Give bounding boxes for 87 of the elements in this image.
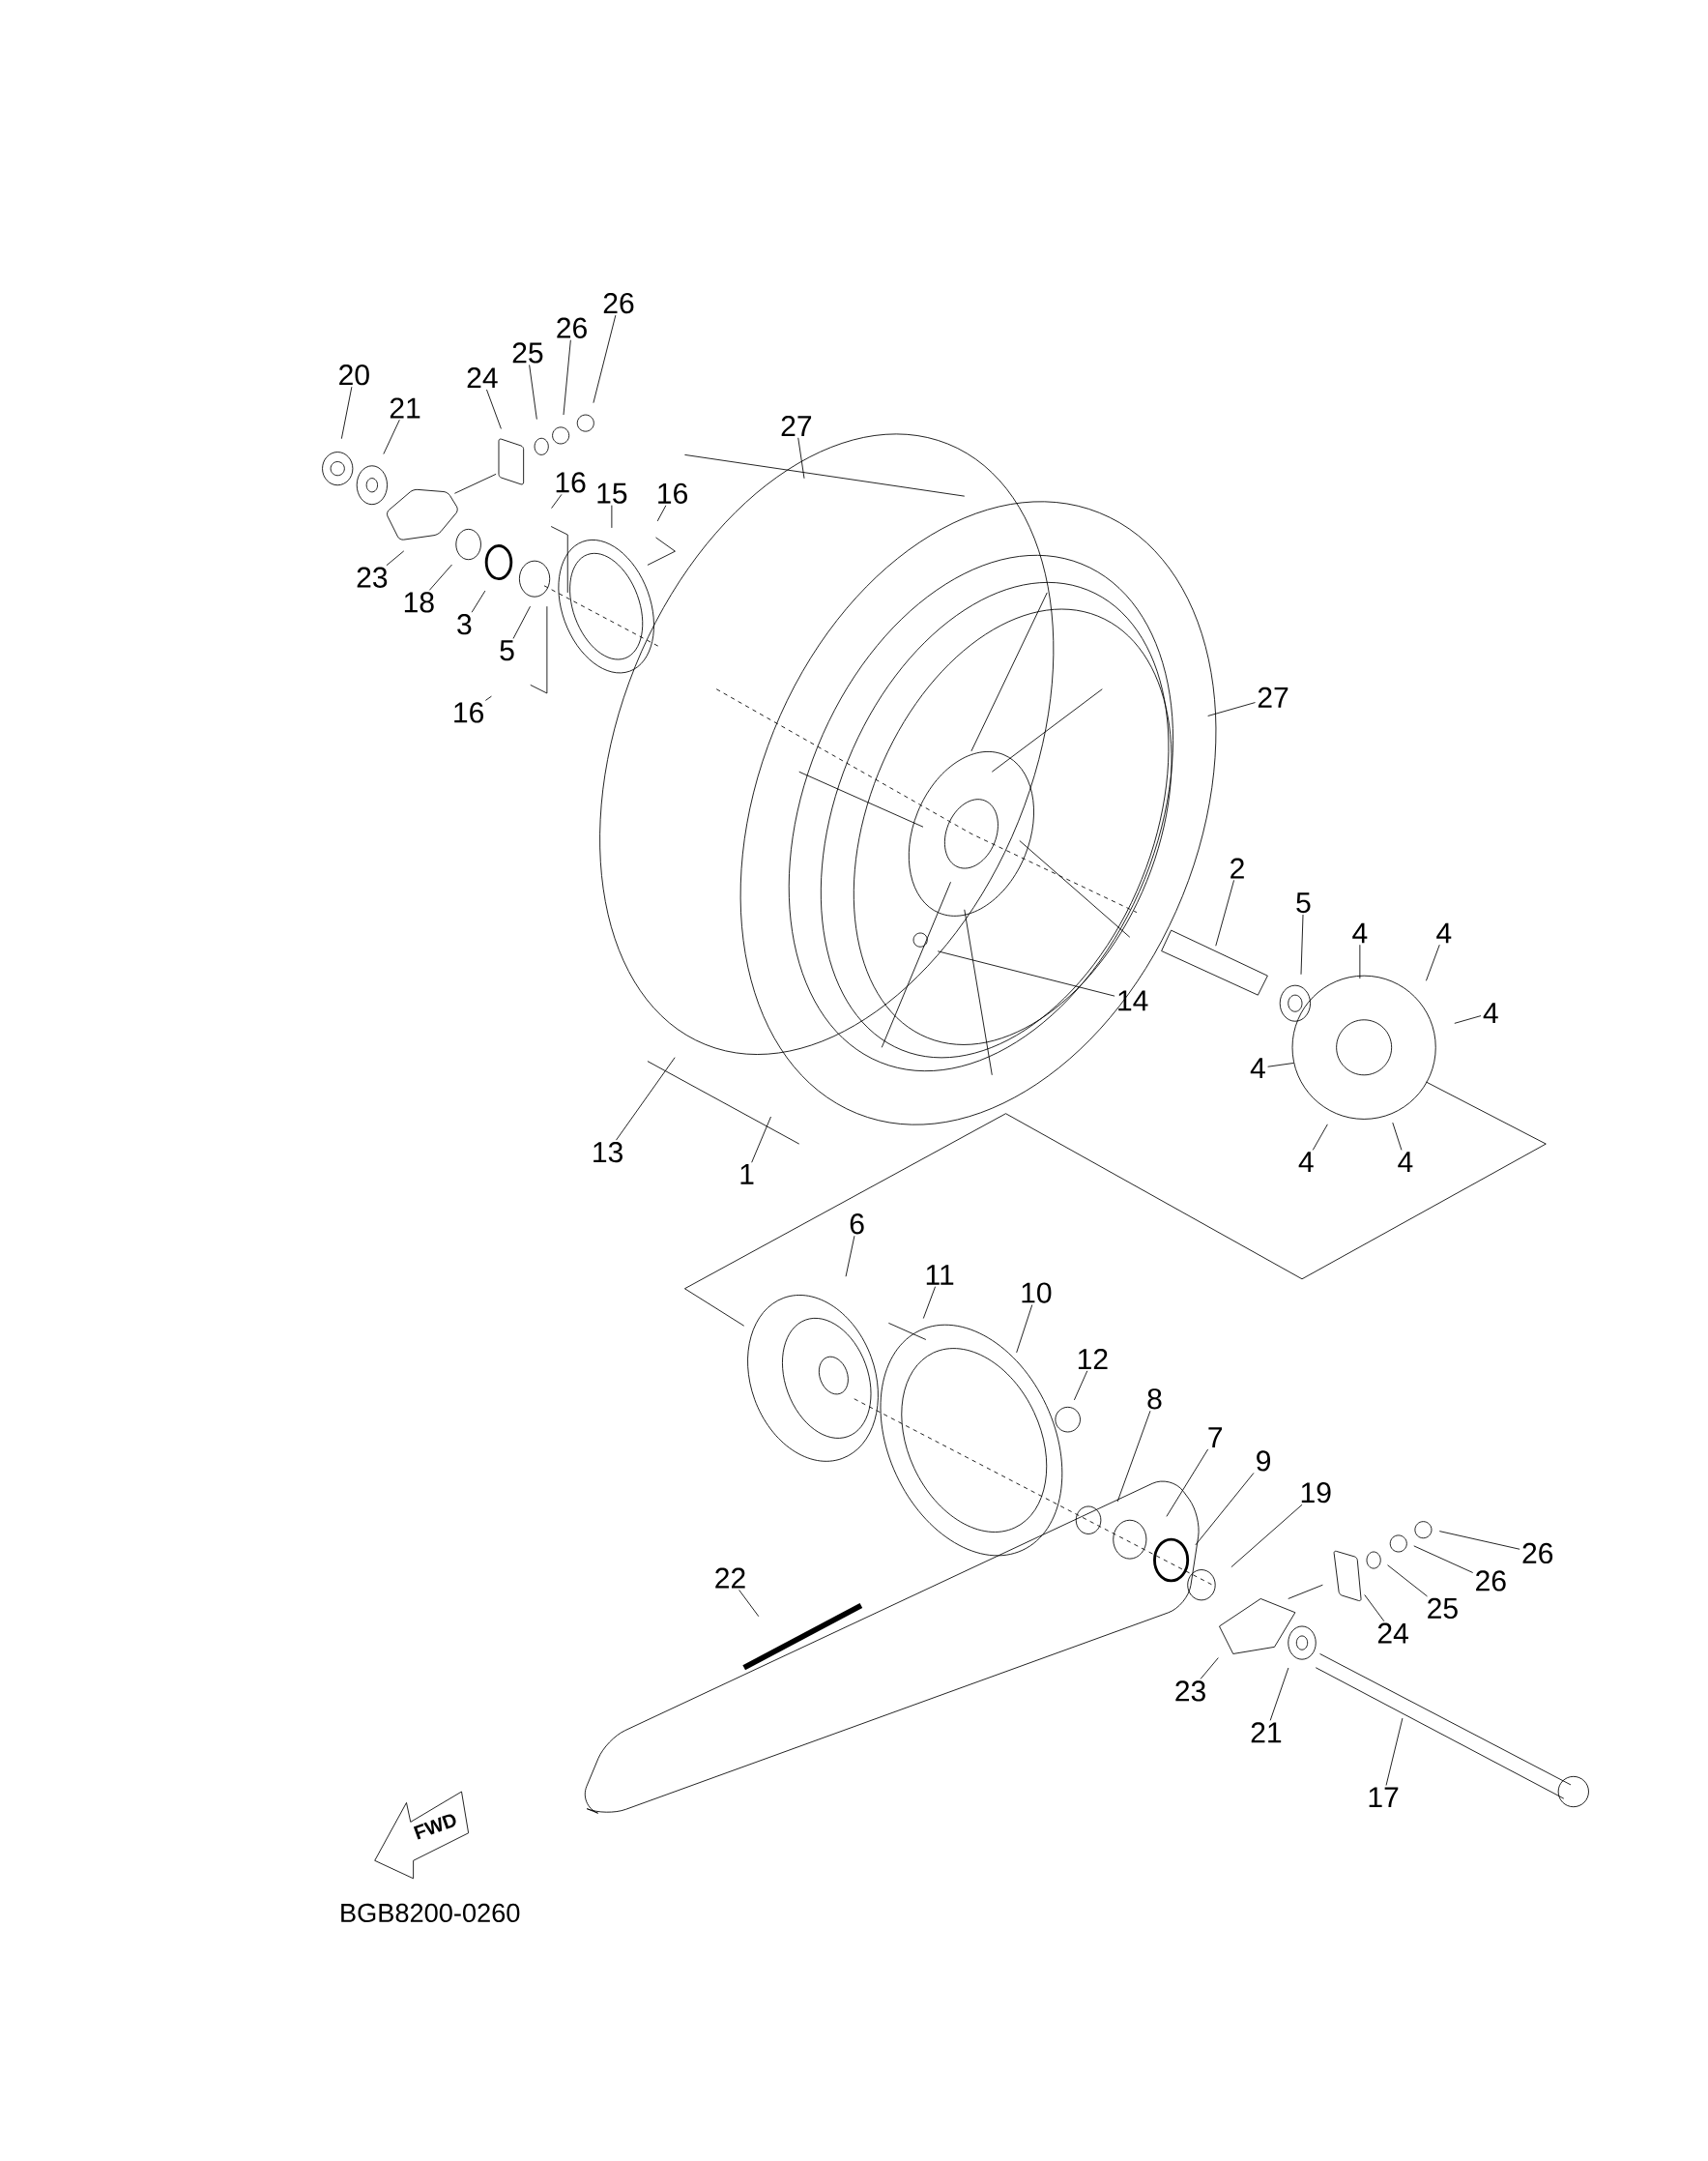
callout-number: 12 (1078, 1348, 1108, 1369)
callout-number: 10 (1022, 1282, 1052, 1303)
leader-line (1166, 1448, 1208, 1517)
leader-line (1195, 1473, 1255, 1546)
callout-number: 15 (597, 482, 627, 504)
leader-line (563, 339, 571, 416)
callout-number: 13 (593, 1142, 622, 1163)
callout-number: 8 (1147, 1388, 1162, 1410)
leader-line (485, 389, 502, 429)
leader-line (1392, 1122, 1403, 1151)
callout-number: 5 (500, 640, 514, 661)
leader-line (593, 314, 617, 404)
callout-number: 4 (1250, 1058, 1265, 1079)
callout-number: 6 (850, 1213, 864, 1235)
leader-line (922, 1286, 936, 1319)
callout-number: 16 (657, 482, 687, 504)
callout-number: 1 (740, 1164, 754, 1184)
leader-line (1207, 702, 1256, 716)
leader-line (797, 437, 805, 480)
callout-number: 23 (1175, 1680, 1205, 1702)
leader-line (550, 493, 563, 509)
drawing-number: BGB8200-0260 (340, 1903, 520, 1923)
leader-line (1386, 1564, 1428, 1597)
leader-line (1413, 1545, 1473, 1573)
leader-line (1215, 879, 1234, 947)
callout-number: 24 (1377, 1622, 1408, 1644)
callout-number: 20 (338, 365, 369, 386)
leader-line (428, 564, 452, 591)
callout-number: 7 (1208, 1427, 1222, 1448)
callout-number: 24 (467, 367, 498, 389)
leader-line (751, 1116, 771, 1163)
callout-number: 25 (1427, 1597, 1458, 1620)
leader-line (1425, 944, 1440, 981)
leader-line (738, 1590, 759, 1618)
leader-line (1116, 1410, 1151, 1503)
leader-line (1269, 1667, 1289, 1721)
callout-number: 19 (1301, 1482, 1331, 1504)
leader-line (1200, 1657, 1219, 1679)
callout-number: 4 (1351, 922, 1368, 944)
leader-line (937, 950, 1115, 997)
callout-number: 16 (556, 472, 586, 493)
leader-line (1438, 1531, 1520, 1550)
callout-number: 17 (1369, 1787, 1399, 1808)
callout-number: 3 (456, 614, 472, 635)
leader-line (845, 1235, 855, 1277)
leader-line (656, 505, 667, 522)
leader-line (386, 550, 404, 567)
leader-line (1073, 1370, 1087, 1401)
callout-number: 4 (1435, 922, 1452, 944)
callout-number: 14 (1118, 990, 1148, 1011)
callout-number: 27 (1258, 686, 1288, 708)
callout-number: 5 (1296, 892, 1311, 914)
leader-line (1385, 1717, 1404, 1786)
callout-number: 4 (1298, 1152, 1314, 1172)
leader-line (340, 386, 353, 440)
callout-number: 22 (715, 1567, 745, 1589)
callout-number: 26 (603, 292, 634, 314)
callout-number: 23 (357, 567, 387, 588)
leader-line (611, 505, 613, 529)
callout-number: 26 (1475, 1570, 1506, 1592)
callout-number: 4 (1398, 1152, 1413, 1172)
leader-line (1266, 1063, 1294, 1067)
leader-line (528, 365, 537, 421)
callout-number: 16 (453, 702, 483, 723)
leader-line (1230, 1504, 1303, 1568)
callout-number: 4 (1483, 1003, 1498, 1023)
leader-line (512, 605, 531, 639)
leader-line (1454, 1015, 1482, 1024)
callout-number: 21 (1251, 1722, 1281, 1743)
callout-number: 18 (404, 592, 434, 613)
leader-line (1016, 1304, 1032, 1354)
callout-number: 25 (512, 342, 543, 364)
callout-number: 26 (557, 317, 587, 338)
callout-number: 26 (1522, 1542, 1552, 1564)
callout-number: 9 (1256, 1450, 1270, 1472)
callout-number: 2 (1230, 858, 1244, 879)
leader-line (471, 590, 486, 613)
leader-line (1300, 914, 1304, 976)
callout-number: 11 (926, 1265, 953, 1285)
leader-line (1364, 1594, 1385, 1622)
leader-line (383, 419, 400, 454)
leader-line (484, 695, 492, 701)
callout-number: 27 (781, 415, 811, 436)
leader-line (615, 1057, 676, 1141)
leader-line (1312, 1124, 1328, 1151)
leader-line (1359, 944, 1361, 979)
callout-number: 21 (390, 397, 420, 419)
